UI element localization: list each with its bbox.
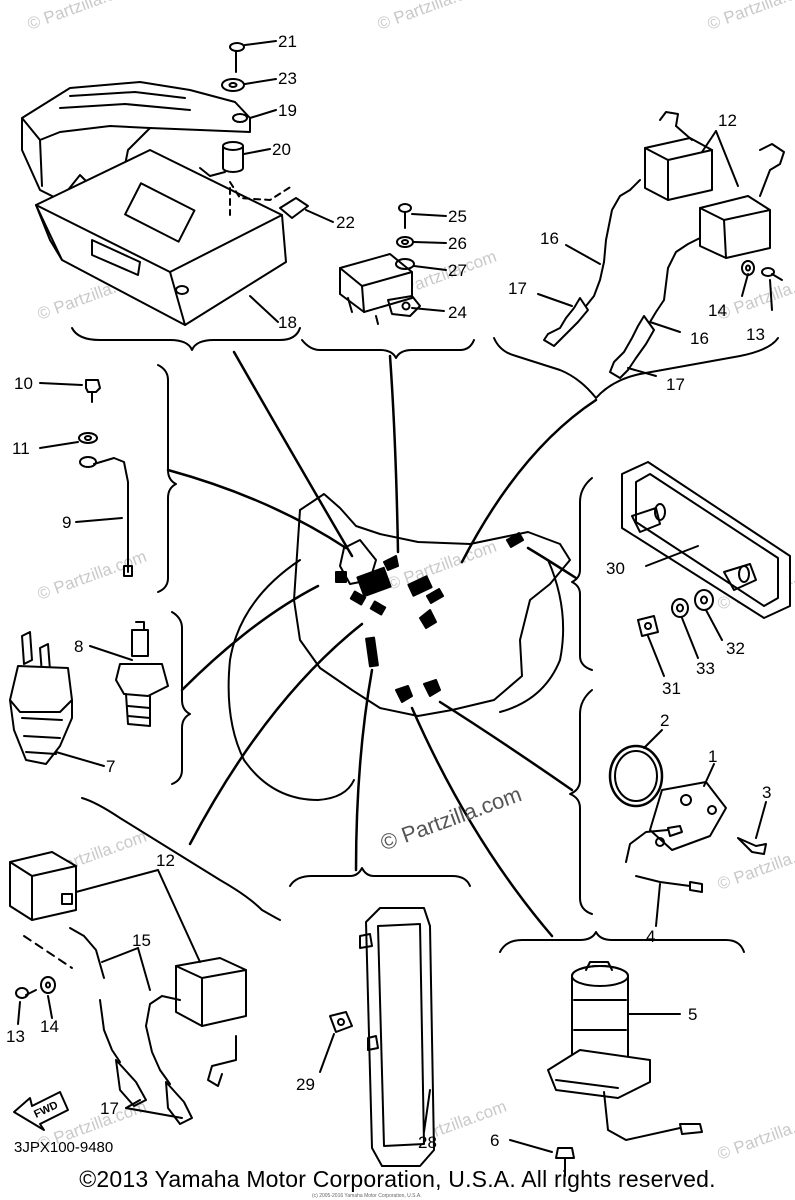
callout-30[interactable]: 30	[606, 559, 625, 578]
ignition-coil-group-bottom	[9, 797, 281, 1131]
lamp-group	[571, 461, 791, 677]
callout-17-mid[interactable]: 17	[666, 375, 685, 394]
callout-12-top[interactable]: 12	[718, 111, 737, 130]
callout-23[interactable]: 23	[278, 69, 297, 88]
diagram-code: 3JPX100-9480	[14, 1139, 114, 1156]
callout-24[interactable]: 24	[448, 303, 467, 322]
callout-10[interactable]: 10	[14, 374, 33, 393]
callout-14-top[interactable]: 14	[708, 301, 727, 320]
callout-12-bottom[interactable]: 12	[156, 851, 175, 870]
callout-29[interactable]: 29	[296, 1075, 315, 1094]
callout-28[interactable]: 28	[418, 1133, 437, 1152]
watermark: © Partzilla.com	[25, 0, 139, 34]
watermark: © Partzilla.com	[715, 1107, 795, 1164]
callout-1[interactable]: 1	[708, 747, 717, 766]
callout-13-top[interactable]: 13	[746, 325, 765, 344]
callout-7[interactable]: 7	[106, 757, 115, 776]
callout-16-bottom[interactable]: 16	[690, 329, 709, 348]
switch-group	[9, 611, 191, 785]
sensor-group	[569, 689, 767, 927]
callout-9[interactable]: 9	[62, 513, 71, 532]
rectifier-group	[301, 203, 475, 359]
watermark: © Partzilla.com	[385, 537, 499, 594]
copyright-notice: ©2013 Yamaha Motor Corporation, U.S.A. A…	[79, 1166, 716, 1192]
ground-lead-group	[39, 364, 177, 593]
callout-5[interactable]: 5	[688, 1005, 697, 1024]
callout-8[interactable]: 8	[74, 637, 83, 656]
callout-18[interactable]: 18	[278, 313, 297, 332]
callout-16-top[interactable]: 16	[540, 229, 559, 248]
callout-labels: 1 2 3 4 5 6 7 8 9 10 11 12 12 13 13 14 1…	[6, 32, 771, 1152]
callout-11[interactable]: 11	[12, 439, 30, 458]
fuel-pump-group	[499, 931, 745, 1177]
callout-13-bottom[interactable]: 13	[6, 1027, 25, 1046]
callout-22[interactable]: 22	[336, 213, 355, 232]
callout-33[interactable]: 33	[696, 659, 715, 678]
callout-4[interactable]: 4	[646, 927, 655, 946]
callout-20[interactable]: 20	[272, 140, 291, 159]
callout-27[interactable]: 27	[448, 261, 467, 280]
watermark: © Partzilla.com	[705, 0, 795, 34]
callout-17-top[interactable]: 17	[508, 279, 527, 298]
callout-15[interactable]: 15	[132, 931, 151, 950]
reflector-group	[289, 867, 471, 1167]
callout-6[interactable]: 6	[490, 1131, 499, 1150]
cdi-unit-group	[21, 40, 334, 351]
connection-lines	[166, 350, 598, 938]
callout-2[interactable]: 2	[660, 711, 669, 730]
watermark: © Partzilla.com	[375, 0, 489, 34]
callout-3[interactable]: 3	[762, 783, 771, 802]
callout-32[interactable]: 32	[726, 639, 745, 658]
ignition-coil-group-top	[493, 111, 785, 399]
frame-group	[227, 493, 571, 801]
callout-21[interactable]: 21	[278, 32, 297, 51]
callout-19[interactable]: 19	[278, 101, 297, 120]
fine-print: (c) 2005-2016 Yamaha Motor Corporation, …	[312, 1193, 422, 1199]
callout-25[interactable]: 25	[448, 207, 467, 226]
callout-14-bottom[interactable]: 14	[40, 1017, 59, 1036]
callout-31[interactable]: 31	[662, 679, 681, 698]
callout-17-bottom[interactable]: 17	[100, 1099, 119, 1118]
callout-26[interactable]: 26	[448, 234, 467, 253]
